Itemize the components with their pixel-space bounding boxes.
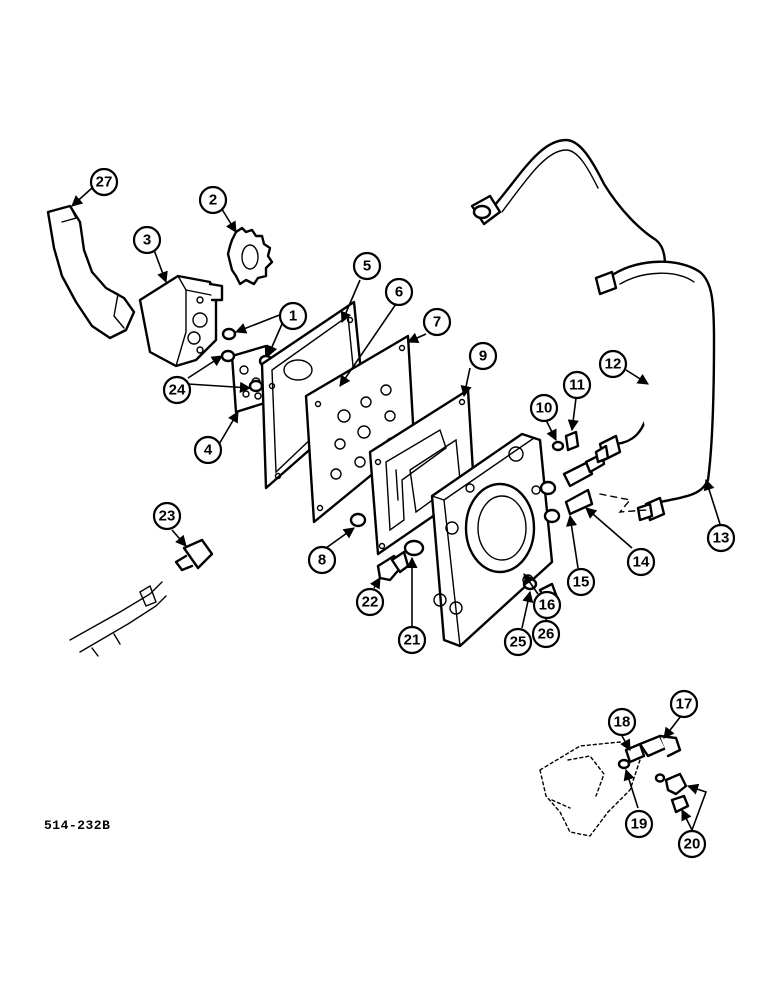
callout-7-number: 7 (433, 314, 441, 331)
callout-3-number: 3 (143, 232, 151, 249)
callout-17-number: 17 (676, 696, 693, 713)
elbow-fitting-17 (638, 734, 682, 758)
callout-4: 4 (193, 435, 223, 465)
callout-1-number: 1 (289, 308, 297, 325)
callout-20: 20 (677, 829, 707, 859)
callout-14: 14 (626, 547, 656, 577)
callout-6-number: 6 (395, 284, 403, 301)
callout-22-number: 22 (362, 594, 379, 611)
callout-27: 27 (89, 167, 119, 197)
callout-6: 6 (384, 277, 414, 307)
callout-12-number: 12 (605, 356, 622, 373)
callout-19-number: 19 (631, 816, 648, 833)
callout-10-number: 10 (536, 400, 553, 417)
callout-17: 17 (669, 689, 699, 719)
callout-11: 11 (562, 370, 592, 400)
callout-13: 13 (706, 523, 736, 553)
callout-22: 22 (355, 587, 385, 617)
callout-26-number: 26 (538, 626, 555, 643)
callout-21-number: 21 (404, 632, 421, 649)
callout-1: 1 (278, 301, 308, 331)
callout-20-number: 20 (684, 836, 701, 853)
valve-plate-part (304, 334, 416, 524)
callout-16-number: 16 (539, 597, 556, 614)
leader-lines (71, 187, 721, 831)
callout-2-number: 2 (209, 192, 217, 209)
callout-8: 8 (307, 545, 337, 575)
plug-part (349, 512, 367, 528)
bracket-arm-part (46, 204, 136, 340)
callout-14-number: 14 (633, 554, 650, 571)
o-ring-19 (617, 758, 631, 770)
callout-7: 7 (422, 307, 452, 337)
callout-16: 16 (532, 590, 562, 620)
pump-body-part (138, 274, 224, 368)
callout-24: 24 (162, 375, 192, 405)
callout-10: 10 (529, 393, 559, 423)
callout-5: 5 (352, 251, 382, 281)
callout-9-number: 9 (479, 348, 487, 365)
sensor-part (174, 538, 214, 572)
figure-reference-code: 514-232B (44, 818, 111, 833)
gear-part (226, 226, 274, 286)
callout-11-number: 11 (569, 377, 585, 394)
tee-fitting-20 (654, 772, 690, 814)
callout-18-number: 18 (614, 714, 631, 731)
callout-8-number: 8 (318, 552, 326, 569)
callout-25-number: 25 (510, 634, 527, 651)
context-shaft (69, 581, 167, 657)
callout-24-number: 24 (169, 382, 186, 399)
callout-5-number: 5 (363, 258, 371, 275)
o-ring-small (551, 440, 565, 452)
callout-13-number: 13 (713, 530, 730, 547)
callout-19: 19 (624, 809, 654, 839)
elbow-fitting-part (376, 550, 410, 582)
callout-12: 12 (598, 349, 628, 379)
small-fitting-part (564, 430, 580, 452)
callout-3: 3 (132, 225, 162, 255)
seal-ring-part (403, 539, 425, 557)
callout-21: 21 (397, 625, 427, 655)
callout-15-number: 15 (573, 574, 590, 591)
callout-23-number: 23 (159, 508, 176, 525)
callout-27-number: 27 (96, 174, 113, 191)
callout-25: 25 (503, 627, 533, 657)
callout-18: 18 (607, 707, 637, 737)
callout-26: 26 (531, 619, 561, 649)
context-housing-sketch (539, 741, 641, 837)
adapter-part (539, 452, 606, 524)
callout-23: 23 (152, 501, 182, 531)
callout-2: 2 (198, 185, 228, 215)
main-housing-part (430, 432, 554, 648)
callout-15: 15 (566, 567, 596, 597)
callout-4-number: 4 (204, 442, 213, 459)
callout-9: 9 (468, 341, 498, 371)
